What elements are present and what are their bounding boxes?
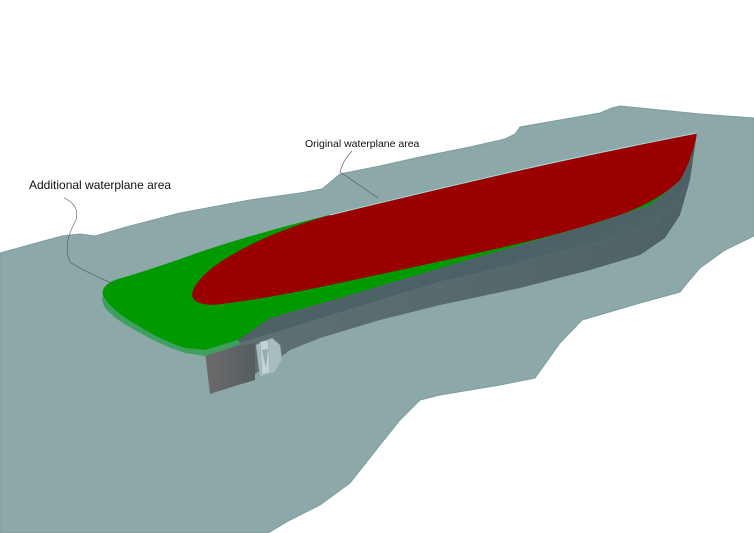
label-additional-waterplane: Additional waterplane area bbox=[29, 178, 172, 192]
waterline-rim bbox=[329, 132, 698, 216]
hull-side bbox=[220, 133, 697, 343]
leader-line-additional bbox=[63, 197, 115, 285]
additional-waterplane-edge bbox=[102, 296, 240, 356]
rudder-propeller bbox=[255, 337, 283, 378]
label-original-waterplane: Original waterplane area bbox=[305, 138, 420, 150]
transom bbox=[205, 343, 255, 394]
original-waterplane bbox=[192, 133, 697, 305]
hull-lower bbox=[205, 180, 690, 392]
leader-line-original bbox=[339, 150, 379, 199]
